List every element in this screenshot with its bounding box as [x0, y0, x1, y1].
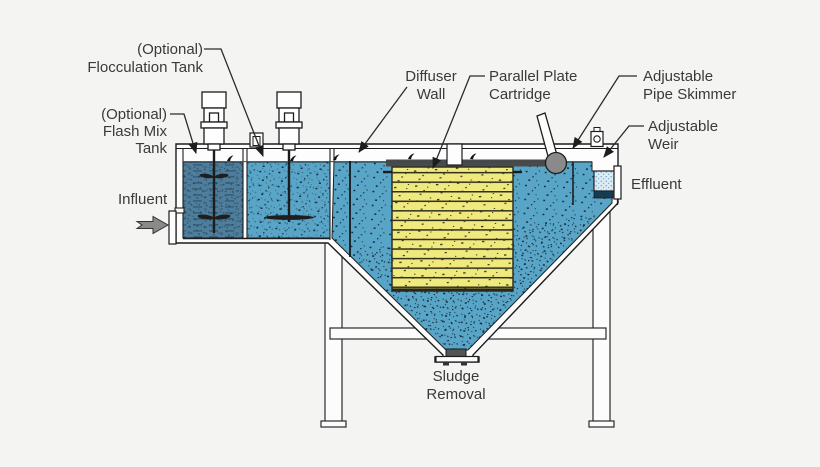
- tank-walls: [182, 148, 335, 240]
- leader-lines: [170, 48, 644, 170]
- effluent-outlet: [593, 165, 622, 205]
- left-foot-pad: [320, 420, 347, 428]
- leader-diffuser-wall: [358, 86, 408, 153]
- label-influent: Influent: [118, 191, 168, 208]
- mixer-motor-icon: [275, 91, 303, 151]
- labels: (Optional) Flocculation Tank (Optional) …: [87, 41, 736, 403]
- adjustable-weir-label-line1: Adjustable: [648, 118, 718, 135]
- diffuser-wall-label-line2: Wall: [417, 86, 446, 103]
- label-adjustable-weir: Adjustable Weir: [648, 118, 718, 153]
- pipe-skimmer-label-line1: Adjustable: [643, 68, 713, 85]
- influent-connection: [135, 207, 185, 245]
- effluent-trough-underside: [593, 190, 614, 199]
- right-leg: [592, 195, 611, 423]
- impeller-blades: [197, 173, 231, 220]
- adjustable-weir-label-line2: Weir: [648, 136, 679, 153]
- skimmer-pipe: [544, 151, 568, 175]
- label-effluent: Effluent: [631, 176, 682, 193]
- pipe-skimmer: [536, 112, 568, 175]
- label-flocculation-tank: (Optional) Flocculation Tank: [87, 41, 203, 76]
- label-flash-mix-tank: (Optional) Flash Mix Tank: [101, 106, 167, 157]
- influent-arrow-icon: [135, 215, 170, 235]
- leader-flocculation-tank: [204, 48, 264, 158]
- effluent-flange: [613, 165, 622, 200]
- label-sludge-removal: Sludge Removal: [426, 368, 485, 403]
- leader-adjustable-weir: [603, 125, 644, 158]
- sludge-flange: [435, 355, 479, 363]
- parallel-plate-label-line1: Parallel Plate: [489, 68, 577, 85]
- influent-flange: [168, 210, 177, 245]
- mixer-motor-icon: [200, 91, 228, 151]
- flash-mix-label-line2: Flash Mix: [103, 123, 168, 140]
- flash-mix-label-line1: (Optional): [101, 106, 167, 123]
- sludge-outlet: [435, 348, 479, 366]
- flash-mix-label-line3: Tank: [135, 140, 167, 157]
- label-parallel-plate: Parallel Plate Cartridge: [489, 68, 577, 103]
- cartridge-top-frame: [386, 159, 566, 167]
- right-foot-pad: [588, 420, 615, 428]
- sludge-removal-label-line1: Sludge: [433, 368, 480, 385]
- flocculation-mixer: [264, 91, 314, 222]
- adjustable-weir: [590, 127, 604, 148]
- pipe-skimmer-label-line2: Pipe Skimmer: [643, 86, 736, 103]
- diffuser-wall-label-line1: Diffuser: [405, 68, 456, 85]
- cartridge-port: [446, 143, 463, 166]
- leader-parallel-plate: [432, 75, 485, 170]
- surface-marks: [227, 153, 477, 162]
- label-diffuser-wall: Diffuser Wall: [405, 68, 456, 103]
- floc-tank-label-line2: Flocculation Tank: [87, 59, 203, 76]
- parallel-plate-label-line2: Cartridge: [489, 86, 551, 103]
- label-pipe-skimmer: Adjustable Pipe Skimmer: [643, 68, 736, 103]
- floc-tank-label-line1: (Optional): [137, 41, 203, 58]
- leader-flash-mix-tank: [170, 113, 198, 155]
- paddle-blade: [264, 215, 314, 220]
- leader-pipe-skimmer: [572, 75, 637, 149]
- sludge-removal-label-line2: Removal: [426, 386, 485, 403]
- flash-mix-mixer: [197, 91, 231, 233]
- parallel-plate-cartridge: [383, 159, 566, 292]
